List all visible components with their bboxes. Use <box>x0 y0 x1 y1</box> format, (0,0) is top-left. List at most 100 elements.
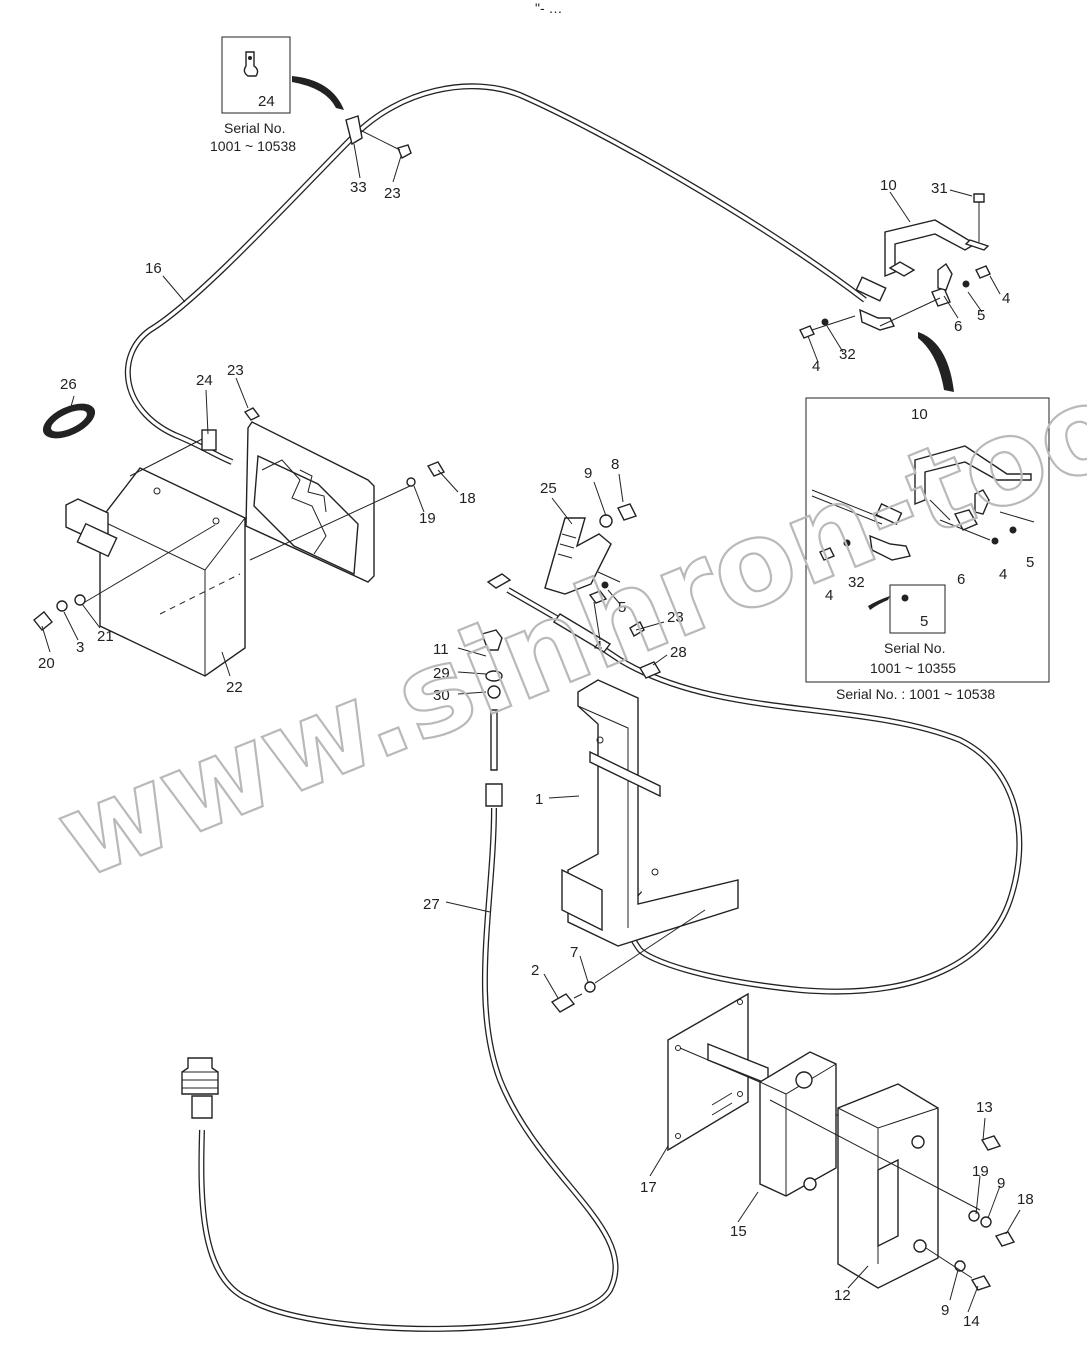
inset-detail: 5 Serial No. 1001 ~ 10355 10 6 4 5 4 32 <box>805 397 1050 683</box>
bolt-13-icon <box>980 1135 1002 1151</box>
leader-lines <box>41 143 1021 1313</box>
label-20: 20 <box>38 655 55 672</box>
label-31: 31 <box>931 180 948 197</box>
label-18-right: 18 <box>1017 1191 1034 1208</box>
label-11: 11 <box>433 641 449 658</box>
label-14: 14 <box>963 1313 980 1330</box>
label-21: 21 <box>97 628 114 645</box>
inset-arrow <box>918 332 954 392</box>
label-17: 17 <box>640 1179 657 1196</box>
page-marker: "- … <box>535 0 563 16</box>
label-32: 32 <box>839 346 856 363</box>
inset-label-5: 5 <box>1026 554 1034 571</box>
mount-plate-right-of-22 <box>245 421 375 583</box>
washer-9-mid-icon <box>599 514 613 528</box>
top-serial-range: 1001 ~ 10538 <box>210 138 296 154</box>
bolt-23-top-icon <box>397 144 412 159</box>
fasteners-right <box>925 1135 1016 1291</box>
switch-15 <box>759 1051 837 1197</box>
label-19-right: 19 <box>972 1163 989 1180</box>
label-18-left: 18 <box>459 490 476 507</box>
bolt-4-mid-icon <box>588 590 608 604</box>
label-6: 6 <box>954 318 962 335</box>
label-9-right: 9 <box>997 1175 1005 1192</box>
inset-subbox-label: 5 <box>920 613 928 630</box>
fasteners-pedal <box>550 909 706 1013</box>
label-13: 13 <box>976 1099 993 1116</box>
label-29: 29 <box>433 665 450 682</box>
label-4-right: 4 <box>1002 290 1010 307</box>
label-27: 27 <box>423 896 440 913</box>
label-23-left: 23 <box>227 362 244 379</box>
washer-19-right-icon <box>968 1210 980 1222</box>
top-serial-title: Serial No. <box>224 120 285 136</box>
label-12: 12 <box>834 1287 851 1304</box>
clamp-33 <box>345 115 412 159</box>
top-serial-box: 24 Serial No. 1001 ~ 10538 <box>210 36 344 154</box>
inset-serial-range: 1001 ~ 10355 <box>870 660 956 676</box>
label-23-mid: 23 <box>667 609 684 626</box>
label-5-mid: 5 <box>618 599 626 616</box>
cable-end-assembly-right <box>799 262 991 392</box>
top-box-part-label: 24 <box>258 93 275 110</box>
label-15: 15 <box>730 1223 747 1240</box>
label-4-mid: 4 <box>594 638 602 655</box>
label-24: 24 <box>196 372 213 389</box>
cover-12 <box>769 1083 981 1289</box>
bolt-23-mid-icon <box>629 621 645 637</box>
washer-19-left-icon <box>406 477 416 487</box>
ball-joint-11-icon <box>481 629 503 651</box>
inset-subbox <box>889 584 946 634</box>
part-labels: 33 23 16 10 31 4 5 6 4 32 26 24 23 18 19… <box>38 177 1034 1330</box>
label-4-left: 4 <box>812 358 820 375</box>
bolt-4-left-icon <box>799 325 815 339</box>
pedal-bracket-1 <box>561 679 739 947</box>
throttle-cable <box>486 573 1023 995</box>
label-10: 10 <box>880 177 897 194</box>
washer-7-icon <box>584 981 596 993</box>
inset-serial-title: Serial No. <box>884 640 945 656</box>
lever-25 <box>544 503 637 604</box>
label-8: 8 <box>611 456 619 473</box>
label-33: 33 <box>350 179 367 196</box>
fasteners-left <box>33 407 446 631</box>
inset-label-32: 32 <box>848 574 865 591</box>
dash-leader-22 <box>159 573 241 615</box>
washer-30-icon <box>487 685 501 699</box>
label-22: 22 <box>226 679 243 696</box>
label-28: 28 <box>670 644 687 661</box>
callout-arrow <box>292 76 344 110</box>
label-5-right: 5 <box>977 307 985 324</box>
label-30: 30 <box>433 687 450 704</box>
label-3: 3 <box>76 639 84 656</box>
washer-9-bottom-icon <box>954 1260 966 1272</box>
label-19-left: 19 <box>419 510 436 527</box>
nut-29-icon <box>485 670 503 682</box>
label-26: 26 <box>60 376 77 393</box>
cable-16 <box>124 83 867 465</box>
bolt-23-left-icon <box>243 407 261 421</box>
label-1: 1 <box>535 791 543 808</box>
inset-label-4a: 4 <box>825 587 833 604</box>
bolt-18-right-icon <box>994 1231 1016 1247</box>
label-16: 16 <box>145 260 162 277</box>
label-2: 2 <box>531 962 539 979</box>
bolt-14-icon <box>970 1275 992 1291</box>
connector-knob-icon <box>181 1057 219 1095</box>
nut-8-icon <box>617 503 637 521</box>
clip-28-icon <box>638 661 662 679</box>
bolt-31-icon <box>973 193 985 203</box>
label-23-top: 23 <box>384 185 401 202</box>
bracket-10 <box>884 193 990 278</box>
label-25: 25 <box>540 480 557 497</box>
inset-label-4b: 4 <box>999 566 1007 583</box>
washer-3-icon <box>56 600 68 612</box>
inset-label-10: 10 <box>911 406 928 423</box>
inset-label-6: 6 <box>957 571 965 588</box>
bolt-4-right-icon <box>975 265 991 279</box>
label-9-mid: 9 <box>584 465 592 482</box>
bolt-20-icon <box>33 611 53 631</box>
clamp-24-left-icon <box>201 429 217 451</box>
